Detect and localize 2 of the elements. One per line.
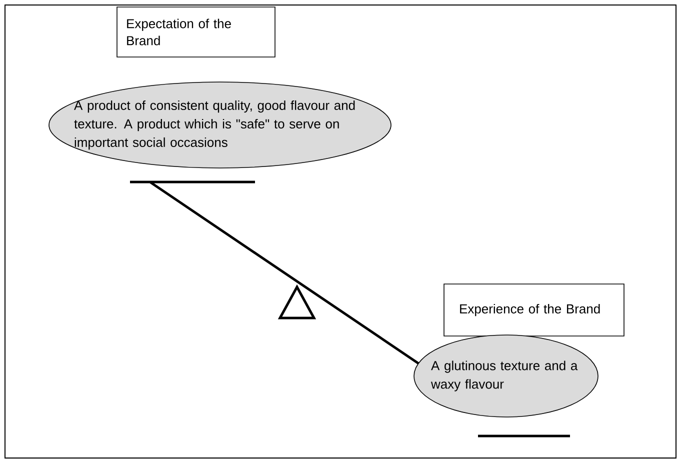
label-box: Experience of the Brand — [444, 284, 624, 336]
label-box: Expectation of the Brand — [116, 6, 276, 58]
